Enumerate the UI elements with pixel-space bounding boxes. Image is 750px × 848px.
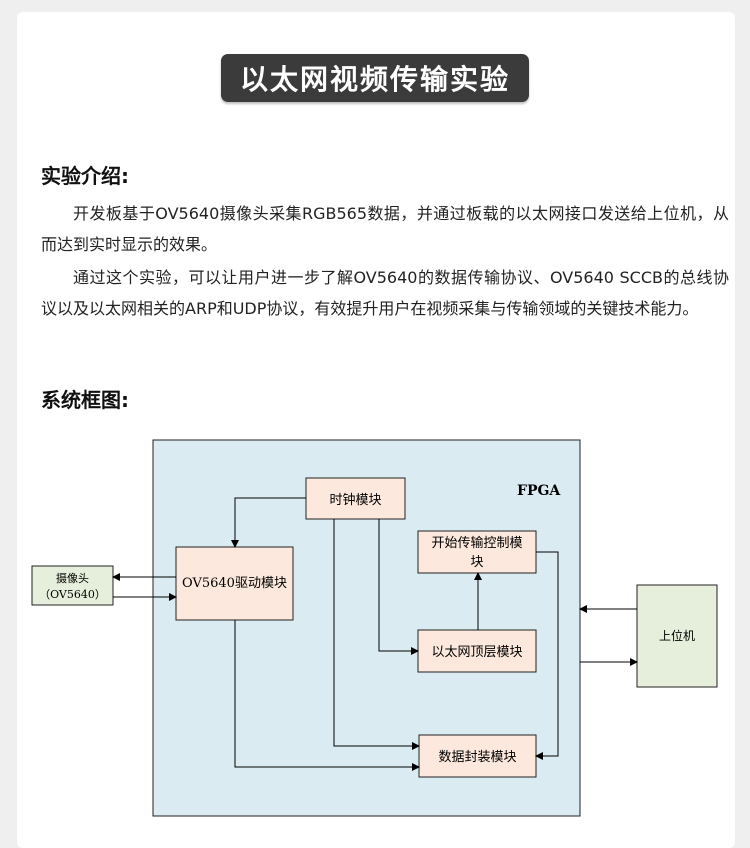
data-pack-label: 数据封装模块 — [438, 750, 516, 765]
page-title: 以太网视频传输实验 — [221, 54, 529, 102]
camera-box — [31, 565, 114, 606]
arrow-driver-to-data-pack — [234, 620, 420, 771]
fpga-label: FPGA — [517, 483, 561, 499]
host-label: 上位机 — [659, 628, 695, 643]
arrow-clock-to-eth-top — [378, 519, 419, 655]
eth-top-box — [417, 629, 537, 673]
ov5640-driver-box — [175, 546, 294, 621]
camera-label-1: 摄像头 — [56, 571, 89, 585]
eth-top-label: 以太网顶层模块 — [431, 645, 522, 660]
start-control-label-1: 开始传输控制模 — [431, 535, 522, 551]
intro-paragraph-2: 通过这个实验，可以让用户进一步了解OV5640的数据传输协议、OV5640 SC… — [41, 268, 729, 318]
start-control-label-2: 块 — [470, 555, 483, 570]
camera-label-2: （OV5640） — [39, 588, 106, 601]
diagram-heading: 系统框图: — [41, 388, 129, 412]
clock-module-label: 时钟模块 — [329, 492, 381, 508]
clock-module-box — [305, 477, 406, 520]
host-box — [636, 584, 718, 688]
arrow-clock-to-data-pack — [333, 519, 420, 750]
arrow-start-control-to-data-pack — [535, 551, 559, 760]
intro-paragraph-1: 开发板基于OV5640摄像头采集RGB565数据，并通过板载的以太网接口发送给上… — [41, 204, 729, 254]
arrow-clock-to-driver — [231, 497, 306, 548]
ov5640-driver-label: OV5640驱动模块 — [182, 576, 287, 591]
intro-heading: 实验介绍: — [41, 164, 129, 188]
